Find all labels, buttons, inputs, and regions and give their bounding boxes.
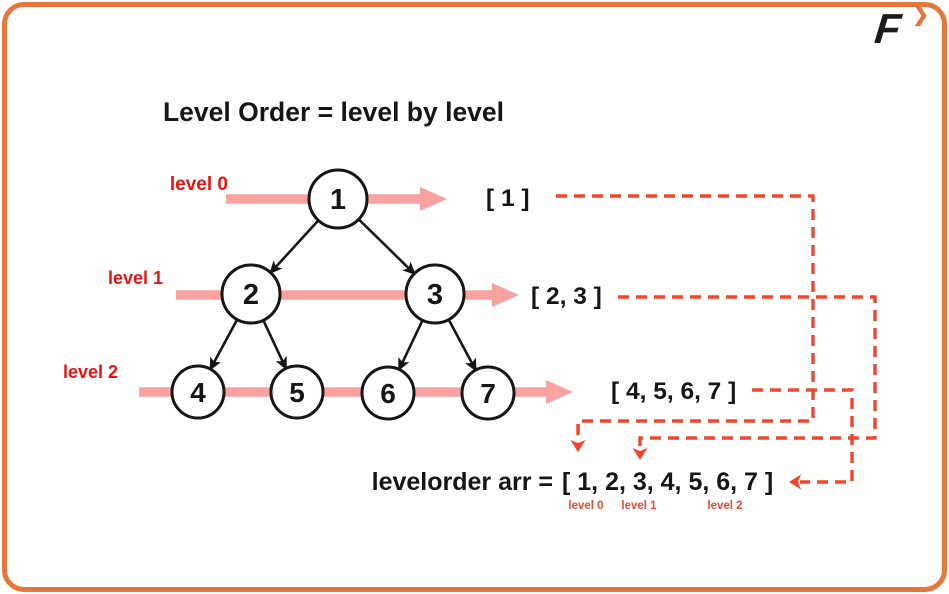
brand-chevron-icon: ❯ xyxy=(912,4,929,26)
tree-edge-1-3 xyxy=(357,218,416,276)
tree-edge-2-4 xyxy=(209,318,239,371)
level-1-label: level 1 xyxy=(108,268,163,288)
result-prefix: levelorder arr = xyxy=(372,468,553,496)
level-1-output: [ 2, 3 ] xyxy=(531,283,602,310)
result-segment-label-0: level 0 xyxy=(568,500,603,512)
diagram-title: Level Order = level by level xyxy=(163,97,504,127)
level-2-output: [ 4, 5, 6, 7 ] xyxy=(611,378,736,405)
result-segment-label-2: level 2 xyxy=(707,500,742,512)
tree-node-5 xyxy=(269,364,325,420)
tree-node-6-label: 6 xyxy=(380,378,396,409)
tree-node-1 xyxy=(307,168,369,230)
tree-edge-2-5 xyxy=(262,319,288,371)
level-0-label: level 0 xyxy=(170,174,228,195)
tree-node-1-label: 1 xyxy=(330,184,346,216)
tree-node-3 xyxy=(404,263,466,325)
brand-logo: F ❯ xyxy=(873,4,929,54)
tree-node-6 xyxy=(360,365,416,421)
tree-node-2 xyxy=(220,263,282,325)
tree-edge-1-2 xyxy=(269,219,320,275)
tree-node-7-label: 7 xyxy=(480,378,496,409)
level-0-output: [ 1 ] xyxy=(486,185,530,212)
tree-node-7 xyxy=(460,365,516,421)
connector-level-1 xyxy=(618,295,877,460)
tree-node-2-label: 2 xyxy=(243,279,259,311)
tree-node-5-label: 5 xyxy=(289,377,305,408)
tree-node-3-label: 3 xyxy=(427,279,443,311)
connector-level-0 xyxy=(556,194,815,452)
tree-node-4-label: 4 xyxy=(190,377,206,408)
tree-edge-3-6 xyxy=(397,319,424,372)
level-2-label: level 2 xyxy=(63,362,118,382)
result-segment-label-1: level 1 xyxy=(621,500,657,512)
result-array: [ 1, 2, 3, 4, 5, 6, 7 ] xyxy=(562,468,773,496)
tree-edge-3-7 xyxy=(447,318,477,372)
connector-level-2 xyxy=(752,388,854,490)
tree-node-4 xyxy=(170,364,226,420)
